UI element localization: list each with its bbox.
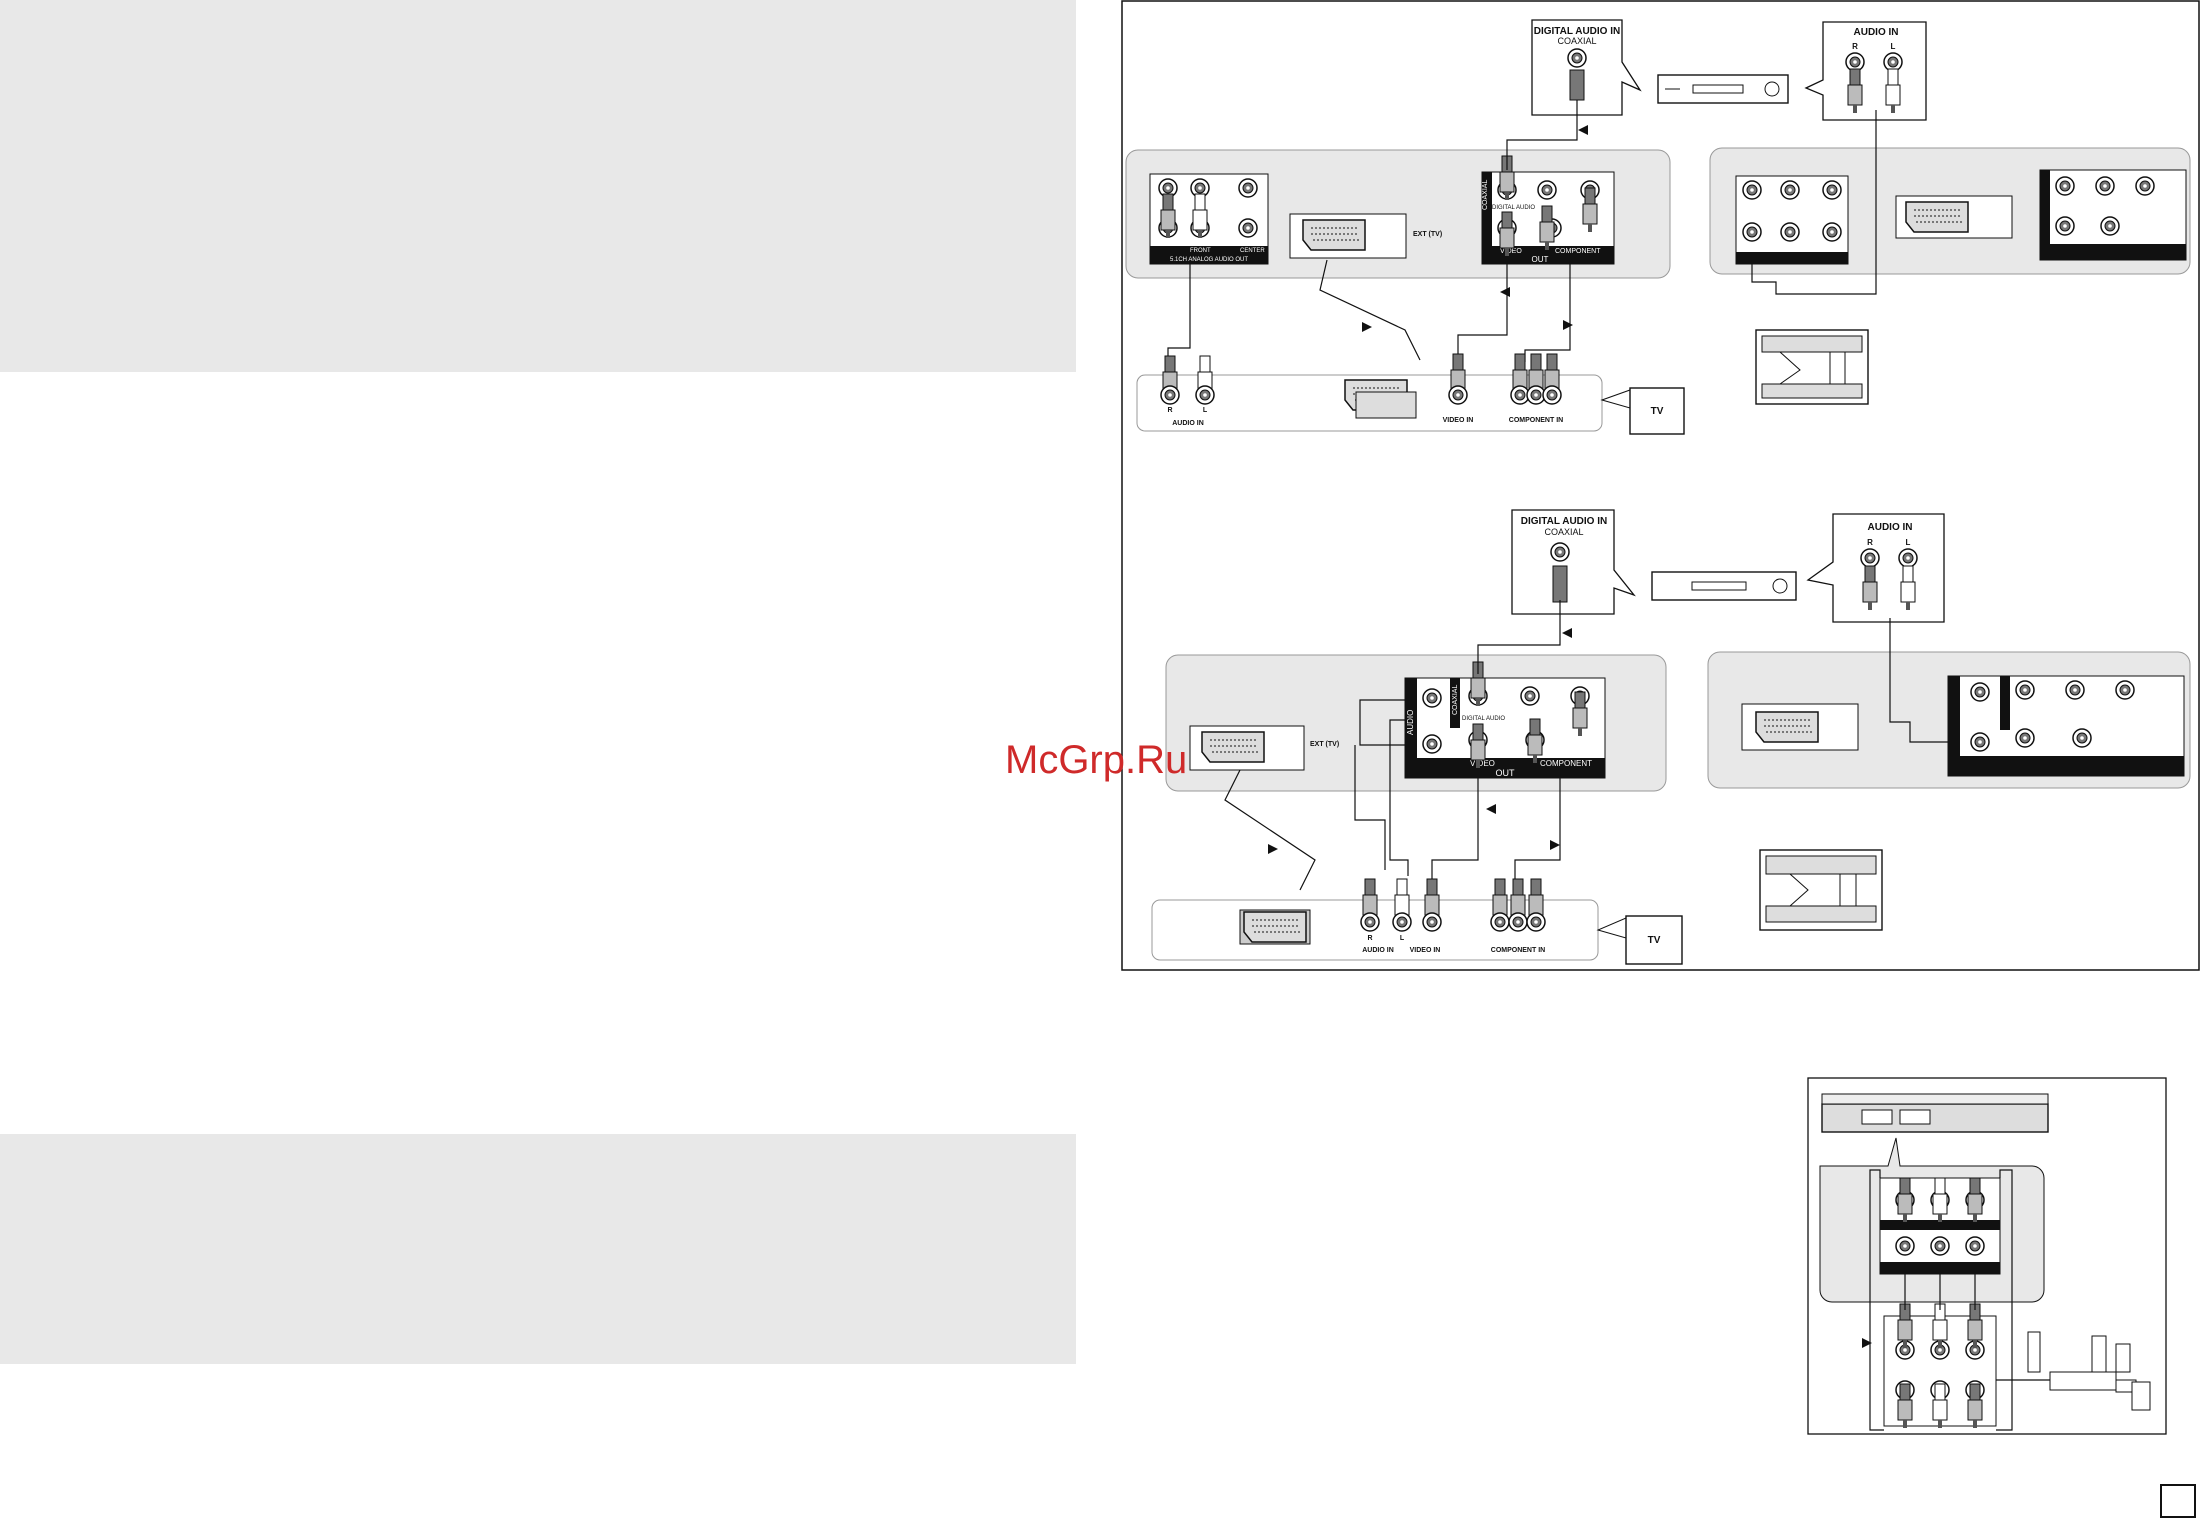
jack-r-label-2: R: [1867, 538, 1873, 547]
tv-label-2: TV: [1648, 935, 1661, 946]
tv-jack-l-label: L: [1203, 407, 1208, 414]
speaker-front: [2027, 1331, 2041, 1373]
tv-icon: [1629, 387, 1685, 435]
video-label-2: VIDEO: [1470, 759, 1495, 768]
tv-component-in-label-2: COMPONENT IN: [1491, 947, 1545, 954]
center-label: CENTER: [1240, 248, 1265, 254]
bottom-connection-diagram: DIGITAL AUDIO IN COAXIAL AUDIO IN R L EX…: [1151, 509, 2191, 965]
ext-tv-label: EXT (TV): [1413, 231, 1442, 238]
coaxial-panel-label: COAXIAL: [1482, 180, 1489, 210]
dvd-player-unit: [1821, 1103, 2049, 1133]
jack-r-label: R: [1852, 42, 1858, 51]
digital-audio-in-label-2: DIGITAL AUDIO IN: [1521, 516, 1607, 527]
digital-audio-panel-label-2: DIGITAL AUDIO: [1462, 716, 1505, 722]
coaxial-panel-label-2: COAXIAL: [1452, 685, 1459, 715]
text-placeholder-block-bottom: [0, 1134, 1076, 1364]
text-placeholder-block-top: [0, 0, 1076, 372]
av-receiver: [1657, 74, 1789, 104]
tv-jack-l-label-2: L: [1400, 935, 1405, 942]
tv-audio-in-label: AUDIO IN: [1172, 420, 1204, 427]
out-label-2: OUT: [1496, 768, 1516, 778]
jack-l-label-2: L: [1906, 538, 1911, 547]
coaxial-label-2: COAXIAL: [1544, 527, 1583, 537]
audio-in-receiver-label: AUDIO IN: [1854, 27, 1899, 38]
component-label-2: COMPONENT: [1540, 759, 1592, 768]
tv-component-in-label: COMPONENT IN: [1509, 417, 1563, 424]
tv-video-in-label-2: VIDEO IN: [1410, 947, 1441, 954]
surround-amplifier-diagram: [1807, 1077, 2167, 1435]
watermark: McGrp.Ru: [1005, 738, 1188, 782]
front-label: FRONT: [1190, 248, 1211, 254]
av-receiver-2: [1651, 571, 1797, 601]
analog-out-label: 5.1CH ANALOG AUDIO OUT: [1170, 257, 1248, 263]
tv-video-in-label: VIDEO IN: [1443, 417, 1474, 424]
page-number-box: [2160, 1484, 2196, 1518]
figure-frame: [1121, 0, 2200, 971]
video-label: VIDEO: [1500, 248, 1522, 255]
audio-in-receiver-label-2: AUDIO IN: [1868, 522, 1913, 533]
tv-audio-in-label-2: AUDIO IN: [1362, 947, 1394, 954]
digital-audio-panel-label: DIGITAL AUDIO: [1492, 205, 1535, 211]
out-label: OUT: [1532, 255, 1549, 264]
audio-panel-label: AUDIO: [1406, 710, 1415, 735]
tv-icon-2: [1625, 915, 1683, 965]
tv-label: TV: [1651, 406, 1664, 417]
jack-l-label: L: [1891, 42, 1896, 51]
top-connection-diagram: DIGITAL AUDIO IN COAXIAL AUDIO IN R L FR…: [1125, 19, 2191, 435]
tv-jack-r-label-2: R: [1367, 935, 1372, 942]
amplifier-unit: [2049, 1371, 2117, 1391]
ext-tv-label-2: EXT (TV): [1310, 741, 1339, 748]
component-label: COMPONENT: [1555, 248, 1601, 255]
digital-audio-in-label: DIGITAL AUDIO IN: [1534, 26, 1620, 37]
coaxial-label: COAXIAL: [1557, 36, 1596, 46]
tv-jack-r-label: R: [1167, 407, 1172, 414]
